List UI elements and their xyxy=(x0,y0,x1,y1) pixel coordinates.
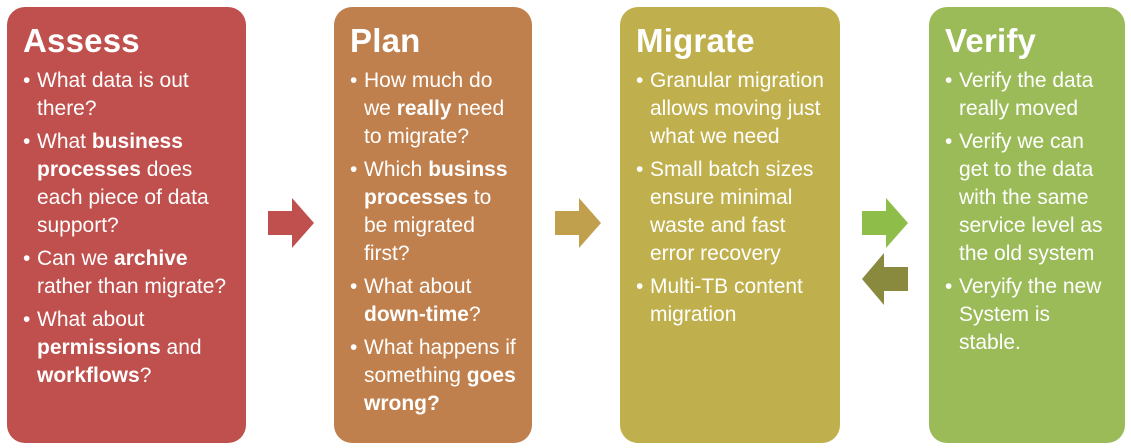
bullet-icon: • xyxy=(945,275,953,298)
item-text: What about xyxy=(364,275,472,298)
stage-bullet-item: • Small batch sizes ensure minimal waste … xyxy=(636,156,828,268)
arrow-left-icon xyxy=(862,253,908,305)
item-text: need to migrate? xyxy=(364,97,505,148)
bullet-icon: • xyxy=(945,69,953,92)
bullet-icon: • xyxy=(23,247,31,270)
item-text: What xyxy=(37,130,92,153)
bullet-icon: • xyxy=(636,69,644,92)
item-text: ? xyxy=(469,303,481,326)
item-text: does each piece of data support? xyxy=(37,158,209,237)
bold-text: workflows xyxy=(37,364,140,387)
item-text: What data is out there? xyxy=(37,69,189,120)
item-text: How much do we xyxy=(364,69,493,120)
arrow-right-icon xyxy=(862,198,908,248)
item-text: Granular migration allows moving just wh… xyxy=(650,69,824,148)
bold-text: really xyxy=(396,97,452,120)
stage-bullet-item: • Multi-TB content migration xyxy=(636,273,828,329)
item-text: and xyxy=(160,336,202,359)
item-text: Verify the data really moved xyxy=(959,69,1094,120)
arrow-right-icon xyxy=(268,198,314,248)
item-text: What about xyxy=(37,308,145,331)
stage-title: Migrate xyxy=(636,22,755,59)
bullet-icon: • xyxy=(636,158,644,181)
stage-bullet-item: • Can we archive rather than migrate? xyxy=(23,245,234,301)
bold-text: permissions xyxy=(37,336,161,359)
stage-bullet-item: • Verify the data really moved xyxy=(945,67,1113,123)
bullet-icon: • xyxy=(350,275,358,298)
stage-item-list: • Verify the data really moved • Verify we … xyxy=(945,67,1113,357)
stage-bullet-item: • What about down-time? xyxy=(350,273,520,329)
bold-text: businss processes xyxy=(364,158,508,209)
bullet-icon: • xyxy=(23,308,31,331)
stage-item-list: • What data is out there? • What business p… xyxy=(23,67,234,390)
stage-assess: Assess • What data is out there? • What bus… xyxy=(7,7,246,443)
bold-text: down-time xyxy=(364,303,469,326)
arrow-right-icon xyxy=(555,198,601,248)
bullet-icon: • xyxy=(350,158,358,181)
bullet-icon: • xyxy=(23,69,31,92)
stage-item-list: •How much do we really need to migrate?•… xyxy=(350,67,520,418)
bullet-icon: • xyxy=(23,130,31,153)
item-text: to be migrated first? xyxy=(364,186,492,265)
bullet-icon: • xyxy=(945,130,953,153)
stage-plan: Plan • How much do we really need to migr… xyxy=(334,7,532,443)
stage-migrate: Migrate • Granular migration allows movin… xyxy=(620,7,840,443)
stage-title: Assess xyxy=(23,22,140,59)
item-text: Multi-TB content migration xyxy=(650,275,803,326)
item-text: Veryify the new System is stable. xyxy=(959,275,1102,354)
bold-text: goes wrong? xyxy=(364,364,516,415)
bullet-icon: • xyxy=(350,336,358,359)
bullet-icon: • xyxy=(350,69,358,92)
bullet-icon: • xyxy=(636,275,644,298)
item-text: What happens if something xyxy=(364,336,516,387)
bold-text: business processes xyxy=(37,130,183,181)
item-text: Verify we can get to the data with the s… xyxy=(959,130,1103,265)
item-text: Small batch sizes ensure minimal waste a… xyxy=(650,158,814,265)
item-text: rather than migrate? xyxy=(37,275,227,298)
stage-bullet-item: • What business processes does each piece… xyxy=(23,128,234,240)
stage-bullet-item: • Granular migration allows moving just w… xyxy=(636,67,828,151)
stage-item-list: • Granular migration allows moving just w… xyxy=(636,67,828,329)
stage-bullet-item: • Verify we can get to the data with the … xyxy=(945,128,1113,268)
stage-bullet-item: • What data is out there? xyxy=(23,67,234,123)
item-text: Which xyxy=(364,158,429,181)
stage-bullet-item: • Veryify the new System is stable. xyxy=(945,273,1113,357)
stage-bullet-item: • What about permissions and workflows? xyxy=(23,306,234,390)
stage-bullet-item: • How much do we really need to migrate? xyxy=(350,67,520,151)
item-text: ? xyxy=(139,364,152,387)
stage-verify: Verify • Verify the data really moved • Ver… xyxy=(929,7,1125,443)
item-text: Can we xyxy=(37,247,115,270)
stage-bullet-item: • Which businss processes to be migrated … xyxy=(350,156,520,268)
stage-title: Plan xyxy=(350,22,421,59)
stage-bullet-item: • What happens if something goes wrong? xyxy=(350,334,520,418)
stage-title: Verify xyxy=(945,22,1037,59)
bold-text: archive xyxy=(114,247,188,270)
